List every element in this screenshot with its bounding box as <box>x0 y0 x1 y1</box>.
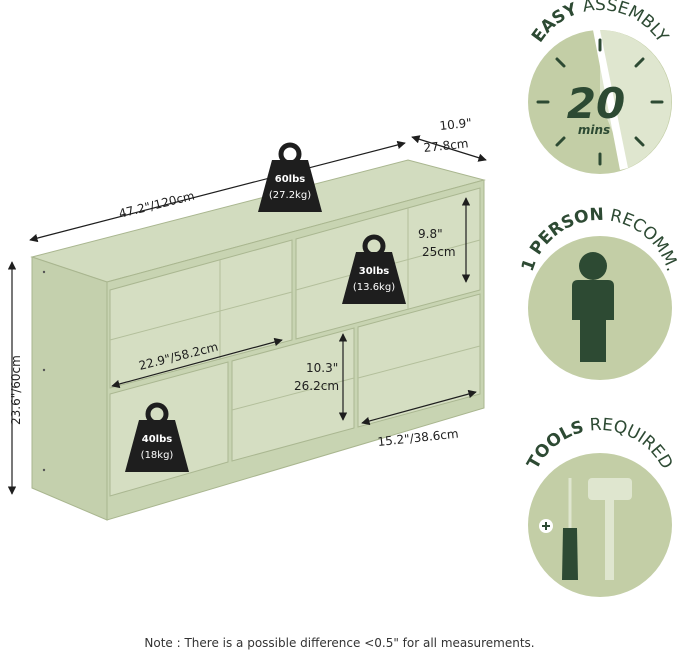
weight-lower-cube-icon: 40lbs (18kg) <box>125 402 189 472</box>
weight-top-icon: 60lbs (27.2kg) <box>258 142 322 212</box>
depth-label: 10.9" <box>439 116 473 133</box>
easy-assembly-badge: EASY ASSEMBLY 20 mins <box>528 0 672 174</box>
dimension-lines <box>7 135 487 495</box>
assembly-minutes-value: 20 <box>567 79 625 128</box>
screwdriver-hammer-icon <box>539 478 632 580</box>
weight-top-kg: (27.2kg) <box>269 190 311 201</box>
svg-text:47.2"/120cm: 47.2"/120cm <box>117 189 196 221</box>
top-cube-height-metric: 25cm <box>422 245 456 259</box>
svg-text:27.8cm: 27.8cm <box>423 136 469 155</box>
weight-upper-lbs: 30lbs <box>359 266 390 277</box>
top-cube-height-imperial: 9.8" <box>418 227 443 241</box>
bottom-cube-width-label: 15.2"/38.6cm <box>377 427 459 449</box>
weight-upper-kg: (13.6kg) <box>353 282 395 293</box>
weight-top-lbs: 60lbs <box>275 174 306 185</box>
assembly-minutes-unit: mins <box>578 123 610 137</box>
width-label: 47.2"/120cm <box>117 189 196 221</box>
weight-lower-kg: (18kg) <box>141 450 174 461</box>
one-person-badge: 1 PERSON RECOMM. <box>518 205 679 380</box>
bottom-cube-height-imperial: 10.3" <box>306 361 338 375</box>
bottom-cube-height-metric: 26.2cm <box>294 379 339 393</box>
weight-upper-cube-icon: 30lbs (13.6kg) <box>342 234 406 304</box>
svg-text:10.9": 10.9" <box>439 116 473 133</box>
height-label: 23.6"/60cm <box>9 355 23 425</box>
bookcase-left-side <box>31 256 108 521</box>
depth-metric-label: 27.8cm <box>423 136 469 155</box>
weight-lower-lbs: 40lbs <box>142 434 173 445</box>
tools-required-badge: TOOLS REQUIRED <box>523 415 677 597</box>
bookcase-illustration <box>30 159 486 521</box>
svg-text:15.2"/38.6cm: 15.2"/38.6cm <box>377 427 459 449</box>
person-icon <box>572 252 614 362</box>
svg-text:23.6"/60cm: 23.6"/60cm <box>9 355 23 425</box>
measurement-note: Note : There is a possible difference <0… <box>144 636 535 650</box>
